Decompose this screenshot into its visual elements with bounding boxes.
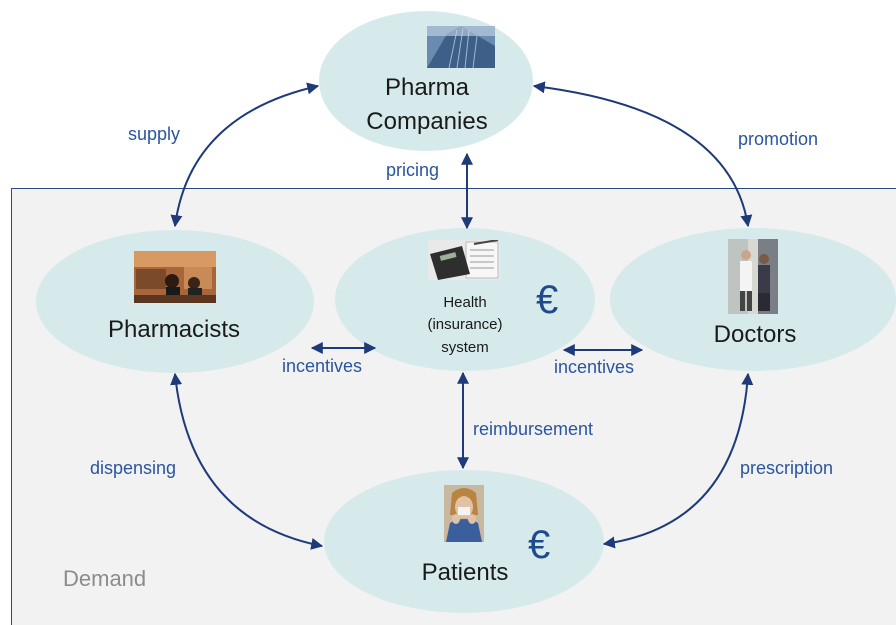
supply-arrow [170,82,320,228]
supply-label: supply [128,124,181,144]
office-building-image [427,26,495,68]
reimbursement-label: reimbursement [473,419,594,439]
pricing-label: pricing [386,160,440,180]
health-label-line3: system [441,339,489,356]
doctors-label: Doctors [713,321,797,348]
patients-euro-symbol: € [528,523,551,567]
health-label-line2: (insurance) [427,316,503,333]
doctor-consultation-image [728,239,778,314]
health-euro-symbol: € [536,278,559,322]
health-label-line1: Health [443,294,487,311]
pharma-companies-node [319,11,533,151]
promotion-arrow [532,81,753,228]
prescription-arrow [602,372,754,549]
pharmacy-interior-image [134,251,216,303]
pharma-label-line1: Pharma [384,74,470,101]
demand-label: Demand [63,566,147,591]
dispensing-label: dispensing [90,458,177,478]
calculator-documents-image [428,240,500,280]
incentives-left-label: incentives [282,356,363,376]
patients-label: Patients [421,559,509,586]
prescription-label: prescription [740,458,834,478]
incentives-right-label: incentives [554,357,635,377]
promotion-label: promotion [738,129,819,149]
sick-patient-image [444,485,484,542]
pharma-label-line2: Companies [366,108,488,135]
pharmacists-label: Pharmacists [108,316,241,343]
dispensing-arrow [170,372,324,550]
